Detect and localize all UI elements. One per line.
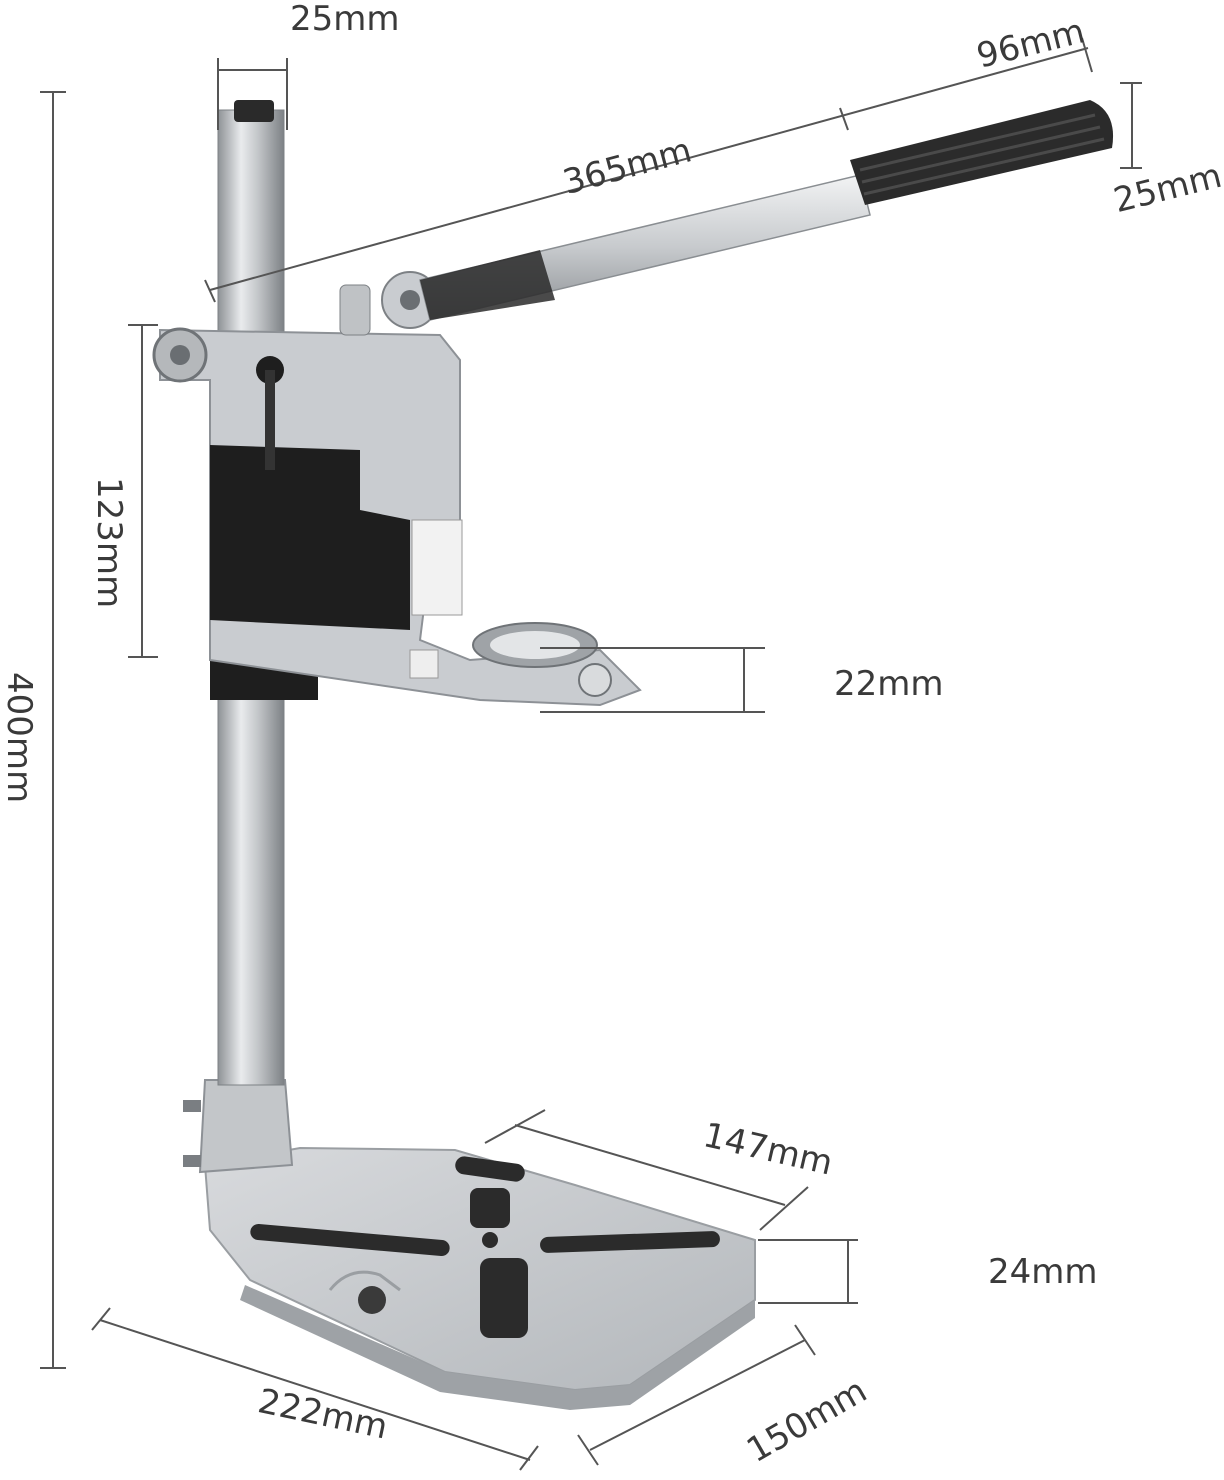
label-base-width: 150mm [740, 1371, 874, 1471]
label-collar-height: 22mm [834, 664, 944, 704]
lever-arm [419, 174, 871, 321]
label-head-height: 123mm [89, 477, 129, 608]
label-handle-grip-length: 96mm [973, 11, 1089, 76]
carriage-head [152, 271, 642, 707]
handle-grip [850, 100, 1114, 205]
label-base-depth: 147mm [700, 1115, 837, 1183]
label-base-thickness: 24mm [988, 1252, 1098, 1292]
column-base-collar [183, 1079, 294, 1174]
label-lever-length: 365mm [559, 130, 696, 203]
drill-stand-illustration [152, 100, 1114, 1410]
dimension-lines [40, 37, 1142, 1471]
label-handle-grip-diameter: 25mm [1110, 156, 1224, 221]
label-column-diameter: 25mm [290, 0, 400, 39]
base-plate [203, 1146, 756, 1410]
label-base-length: 222mm [255, 1381, 392, 1447]
label-total-height: 400mm [0, 672, 39, 803]
column-top-cap [234, 100, 274, 122]
